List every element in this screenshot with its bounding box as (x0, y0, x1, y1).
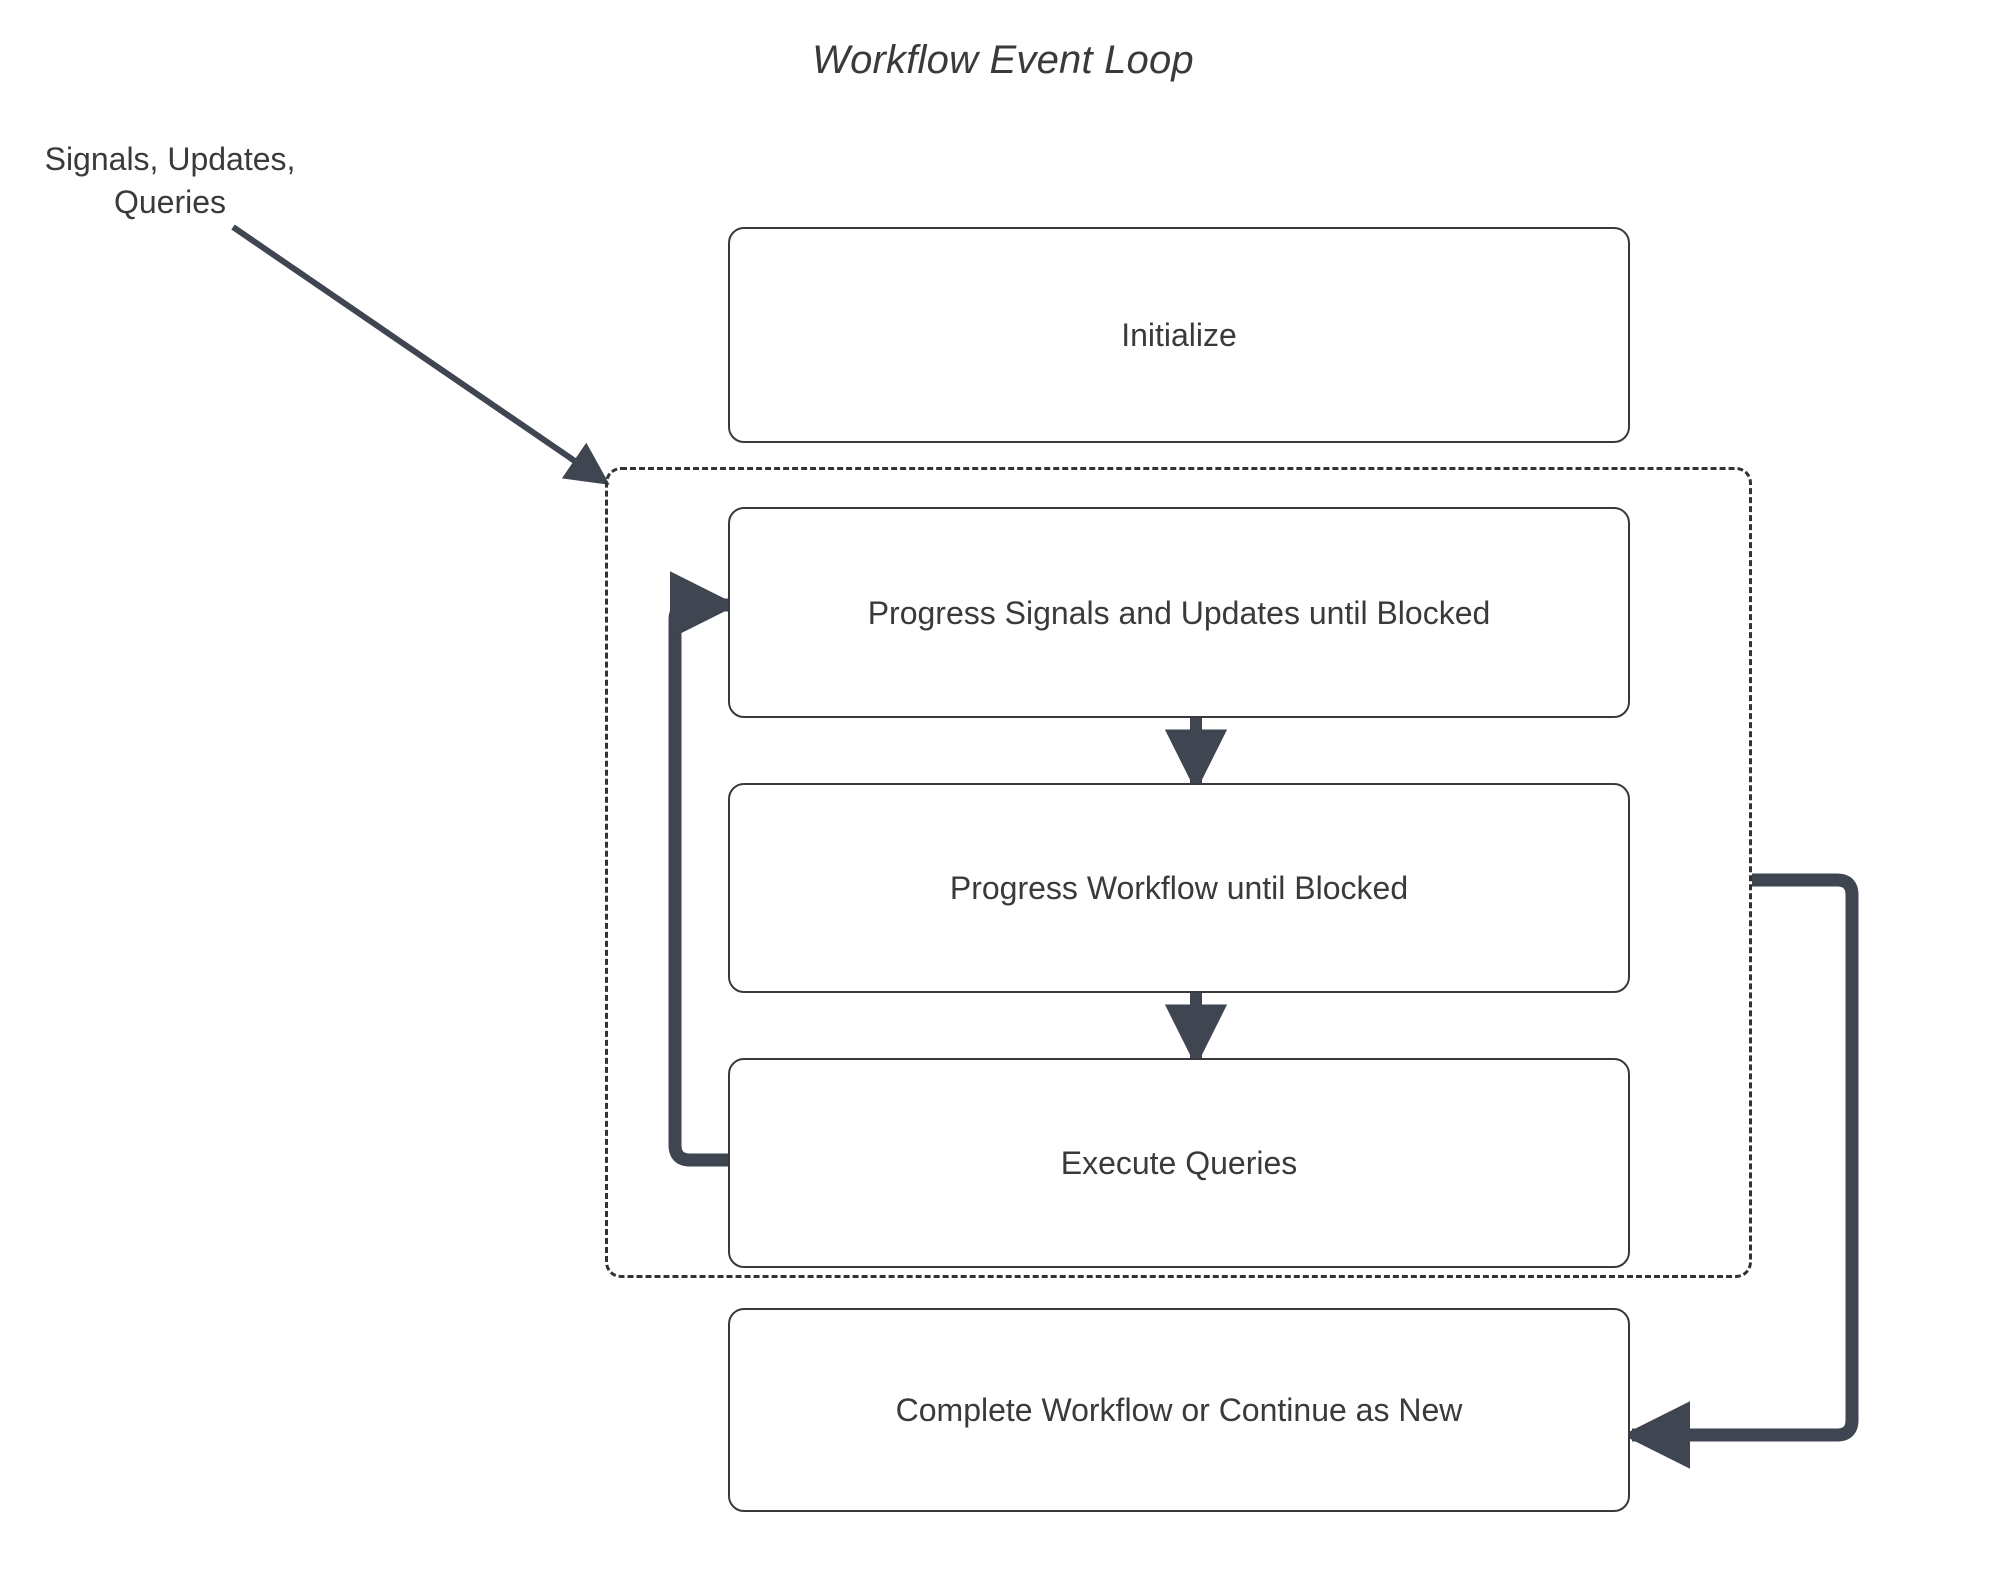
node-execute-queries[interactable]: Execute Queries (728, 1058, 1630, 1268)
node-progress-workflow[interactable]: Progress Workflow until Blocked (728, 783, 1630, 993)
node-progress-signals[interactable]: Progress Signals and Updates until Block… (728, 507, 1630, 718)
signals-updates-queries-label: Signals, Updates, Queries (20, 138, 320, 224)
node-execute-queries-label: Execute Queries (1060, 1145, 1298, 1181)
node-complete-workflow[interactable]: Complete Workflow or Continue as New (728, 1308, 1630, 1512)
edge-signals-to-loop (231, 224, 610, 485)
event-loop-group (605, 467, 1752, 1278)
page-title: Workflow Event Loop (812, 38, 1194, 82)
node-initialize-label: Initialize (1121, 317, 1237, 353)
signals-label-line-1: Signals, Updates, (44, 141, 296, 177)
node-initialize[interactable]: Initialize (728, 227, 1630, 443)
node-progress-workflow-label: Progress Workflow until Blocked (949, 870, 1409, 906)
node-progress-signals-label: Progress Signals and Updates until Block… (867, 594, 1491, 631)
signals-label-line-2: Queries (113, 184, 227, 221)
node-complete-workflow-label: Complete Workflow or Continue as New (895, 1392, 1463, 1428)
